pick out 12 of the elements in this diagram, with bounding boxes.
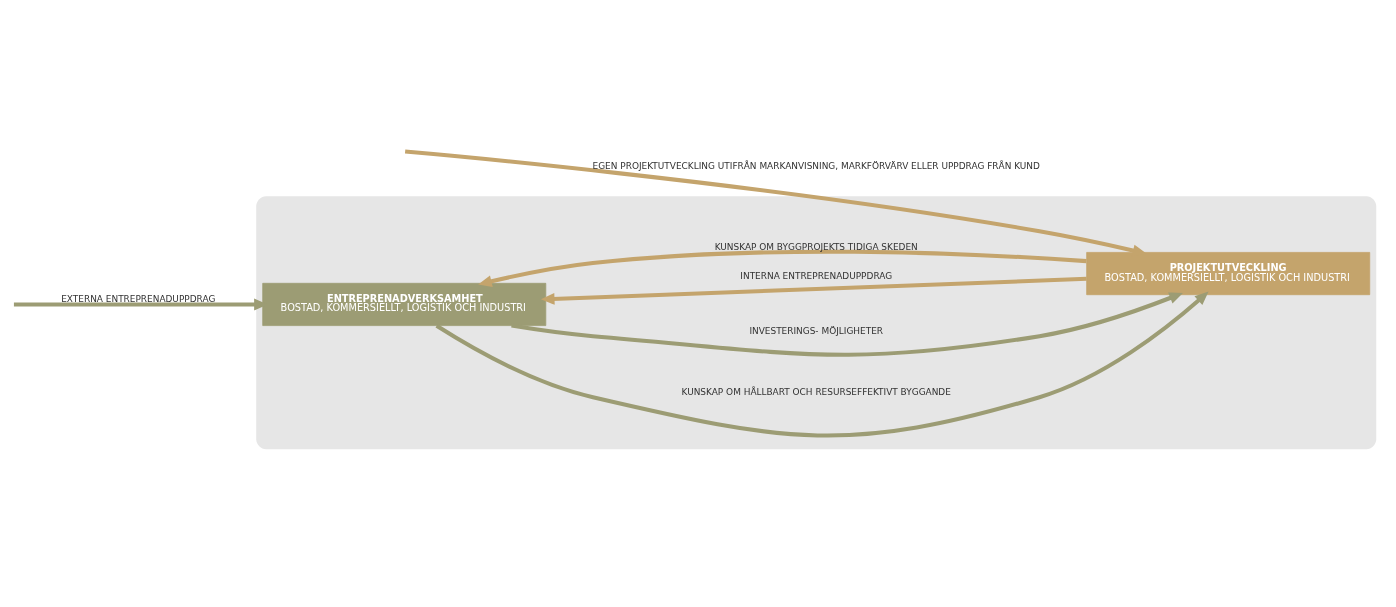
edge-label: EGEN PROJEKTUTVECKLING UTIFRÅN MARKANVISNING, MARKFÖRVÄRV ELLER UPPDRAG FRÅN KUND [592,161,1040,172]
arrow [478,249,1087,288]
arrow [435,291,1209,438]
edge-label: INTERNA ENTREPRENADUPPDRAG [740,271,893,282]
arrow [511,292,1183,357]
edge-label: KUNSKAP OM BYGGPROJEKTS TIDIGA SKEDEN [714,241,918,252]
arrow [540,276,1087,305]
edge-label: EXTERNA ENTREPRENADUPPDRAG [61,293,216,304]
edge-label: INVESTERINGS- MÖJLIGHETER [749,325,884,336]
edge-label: KUNSKAP OM HÅLLBART OCH RESURSEFFEKTIVT BYGGANDE [681,386,951,397]
node-box: ENTREPRENADVERKSAMHET BOSTAD, KOMMERSIELLT, LOGISTIK OCH INDUSTRI [262,282,547,326]
node-box: PROJEKTUTVECKLING BOSTAD, KOMMERSIELLT, LOGISTIK OCH INDUSTRI [1086,252,1371,296]
